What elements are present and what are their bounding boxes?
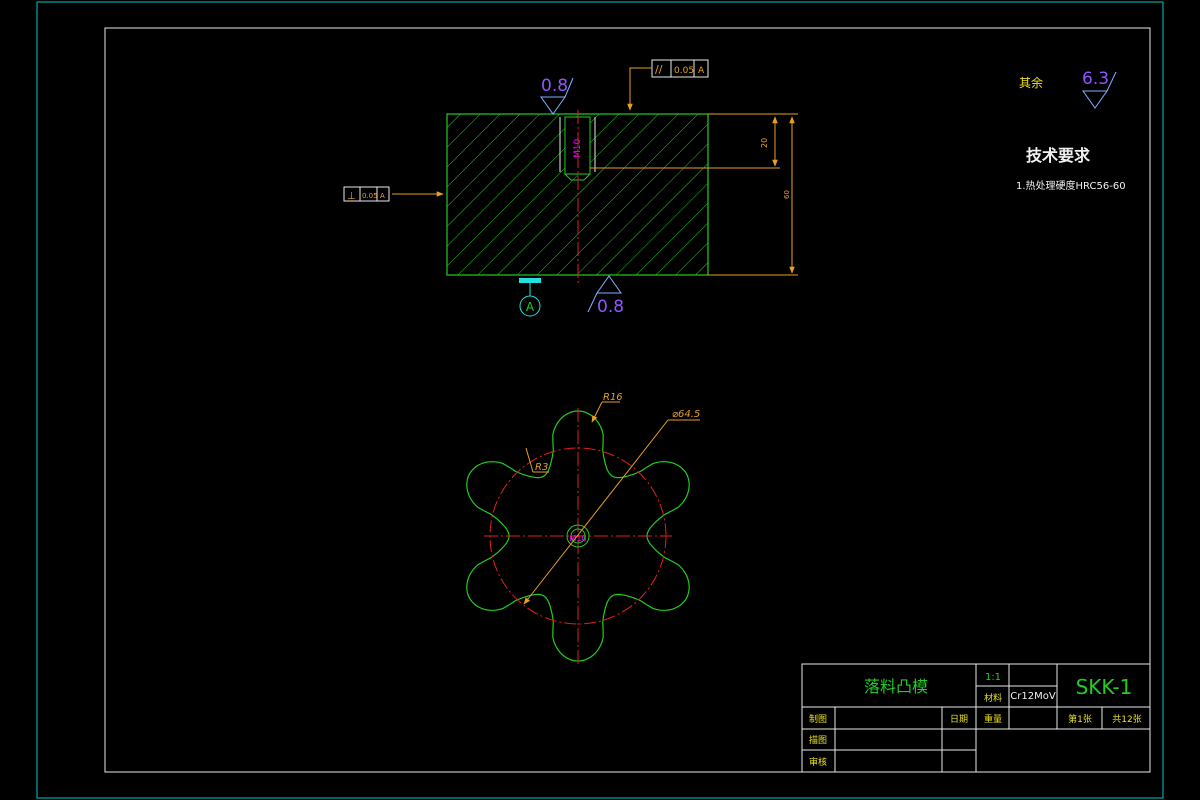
part-name: 落料凸模	[864, 677, 928, 696]
parallelism-symbol: //	[655, 63, 663, 76]
roughness-bottom-value: 0.8	[597, 297, 624, 317]
other-roughness-label: 其余	[1019, 75, 1043, 90]
radius-fillet-label: R3	[535, 462, 548, 473]
parallelism-datum: A	[698, 66, 705, 76]
material-label: 材料	[984, 692, 1002, 704]
top-view: M10 ⌀64.5 R16 R3	[466, 392, 700, 667]
roughness-top-symbol	[540, 77, 574, 115]
other-roughness-value: 6.3	[1082, 69, 1109, 89]
roughness-top-value: 0.8	[541, 76, 568, 96]
perpendicularity-frame: ⊥ 0.05 A	[343, 186, 444, 202]
perpendicularity-symbol: ⊥	[347, 191, 356, 202]
center-label: M10	[569, 534, 586, 543]
datum-a-label: A	[526, 300, 535, 314]
front-view: M10 0.8 0.8 // 0.05 A ⊥ 0.05 A	[343, 59, 798, 317]
outer-frame	[36, 1, 1164, 799]
scale-value: 1:1	[985, 672, 1001, 683]
weight-label: 重量	[984, 713, 1002, 725]
title-block-text: 落料凸模 1:1 材料 Cr12MoV SKK-1 制图 日期 重量 第1张 共…	[809, 672, 1142, 768]
drawing-border	[104, 27, 1151, 773]
total-label: 共12张	[1112, 714, 1141, 725]
parallelism-frame: // 0.05 A	[627, 59, 709, 111]
material-value: Cr12MoV	[1010, 691, 1056, 702]
parallelism-value: 0.05	[674, 66, 694, 76]
sheet-label: 第1张	[1068, 713, 1092, 725]
notes: 其余 6.3 技术要求 1.热处理硬度HRC56-60	[1016, 69, 1126, 192]
tech-item: 1.热处理硬度HRC56-60	[1016, 179, 1126, 192]
thread-label: M10	[573, 139, 583, 158]
roughness-bottom-symbol	[587, 275, 622, 313]
drawn-label: 制图	[809, 713, 827, 725]
tech-title: 技术要求	[1026, 146, 1091, 165]
perpendicularity-value: 0.05	[362, 192, 378, 200]
center-hole-outer	[566, 524, 590, 548]
title-block	[801, 663, 1151, 773]
diameter-label: ⌀64.5	[672, 409, 700, 420]
date-label: 日期	[950, 714, 968, 725]
perpendicularity-datum: A	[380, 192, 385, 200]
drawing-number: SKK-1	[1076, 675, 1133, 699]
center-hole-inner	[570, 528, 586, 544]
dim-20-label: 20	[760, 138, 769, 148]
dim-height-label: 60	[783, 190, 791, 199]
datum-a: A	[519, 278, 541, 317]
other-roughness-symbol	[1082, 71, 1117, 109]
front-dimensions: 20 60	[590, 113, 798, 276]
radius-lobe-label: R16	[603, 392, 623, 403]
design-label: 描图	[809, 734, 827, 746]
review-label: 审核	[809, 756, 827, 768]
